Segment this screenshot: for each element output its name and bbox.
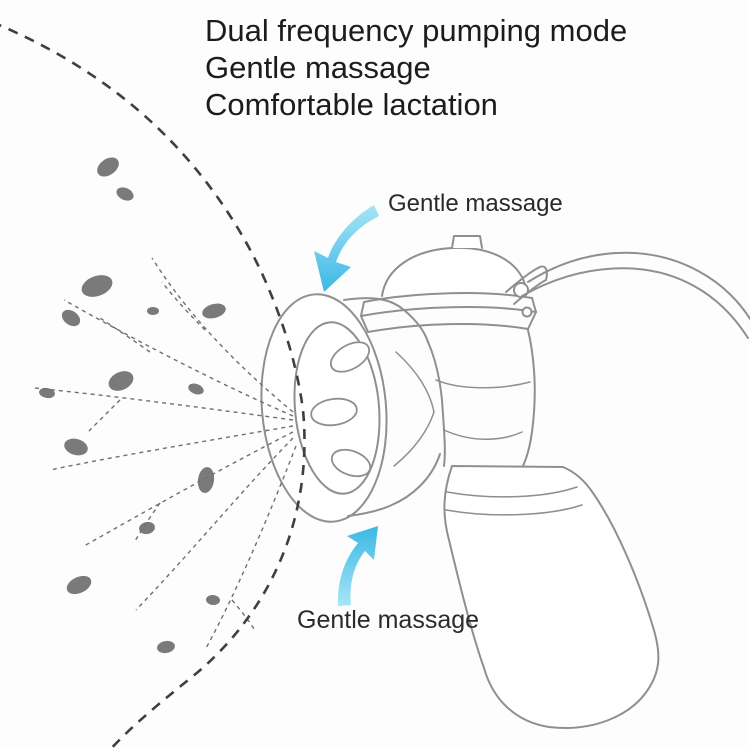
funnel-line xyxy=(395,351,435,413)
pump-mount-rings xyxy=(363,292,533,303)
milk-gland-blobs xyxy=(39,157,226,654)
duct-line xyxy=(33,387,294,421)
pump-mount-rings xyxy=(367,323,529,333)
headline: Dual frequency pumping mode Gentle massa… xyxy=(205,12,627,123)
duct-line xyxy=(135,437,294,611)
duct-line xyxy=(204,445,297,651)
massage-arrow-bottom-icon xyxy=(337,526,378,606)
pump-handle xyxy=(537,265,548,281)
massage-arrow-top-icon xyxy=(314,205,379,292)
gland-blob xyxy=(197,467,215,493)
pump-body xyxy=(521,329,536,469)
annotation-bottom-label: Gentle massage xyxy=(297,606,480,634)
pump-handle xyxy=(505,267,539,293)
gland-blob xyxy=(188,383,204,395)
duct-line xyxy=(231,599,257,633)
bottle-neck-ring xyxy=(445,504,583,516)
duct-line xyxy=(133,502,161,544)
bottle-neck-ring xyxy=(446,486,578,498)
headline-line-1: Dual frequency pumping mode xyxy=(205,13,628,48)
pump-tube xyxy=(527,251,750,321)
gland-blob xyxy=(139,521,155,535)
milk-duct-lines xyxy=(33,257,297,651)
gland-blob xyxy=(147,307,159,315)
pump-handle xyxy=(513,279,547,305)
gland-blob xyxy=(81,275,113,297)
funnel-line xyxy=(347,453,441,517)
pump-body xyxy=(443,429,523,440)
gland-blob xyxy=(108,371,134,391)
annotation-top-label: Gentle massage xyxy=(388,190,563,217)
gland-blob xyxy=(64,438,88,456)
gland-blob xyxy=(116,187,134,201)
gland-blob xyxy=(157,640,175,654)
duct-line xyxy=(151,257,294,413)
pump-cap-knob xyxy=(451,235,483,249)
duct-line xyxy=(83,431,294,547)
duct-line xyxy=(63,299,294,417)
pump-mount-rings xyxy=(360,297,537,333)
duct-line xyxy=(99,317,151,353)
duct-line xyxy=(87,399,121,433)
headline-line-2: Gentle massage xyxy=(205,50,431,85)
duct-line xyxy=(161,281,206,331)
bottle xyxy=(443,465,660,729)
gland-blob xyxy=(206,594,220,606)
massage-petal xyxy=(330,448,372,478)
funnel-line xyxy=(393,411,435,467)
massage-petal xyxy=(329,341,371,373)
gland-blob xyxy=(97,157,119,177)
gland-blob xyxy=(61,309,81,327)
pump-cap-dome xyxy=(381,246,527,297)
gland-blob xyxy=(66,575,92,595)
gland-blob xyxy=(202,303,226,319)
massage-petal xyxy=(310,397,358,427)
duct-line xyxy=(49,425,294,471)
massage-arrows xyxy=(314,205,379,606)
gland-blob xyxy=(39,387,55,399)
pump-tube xyxy=(521,267,749,339)
pump-body xyxy=(435,379,531,389)
breast-outline xyxy=(0,23,306,750)
tube-connector xyxy=(521,306,533,318)
pump-mount-rings xyxy=(360,306,537,317)
headline-line-3: Comfortable lactation xyxy=(205,87,498,122)
pump-body xyxy=(427,341,446,467)
breast-pump-device xyxy=(260,235,750,729)
breast-contour xyxy=(0,23,306,750)
